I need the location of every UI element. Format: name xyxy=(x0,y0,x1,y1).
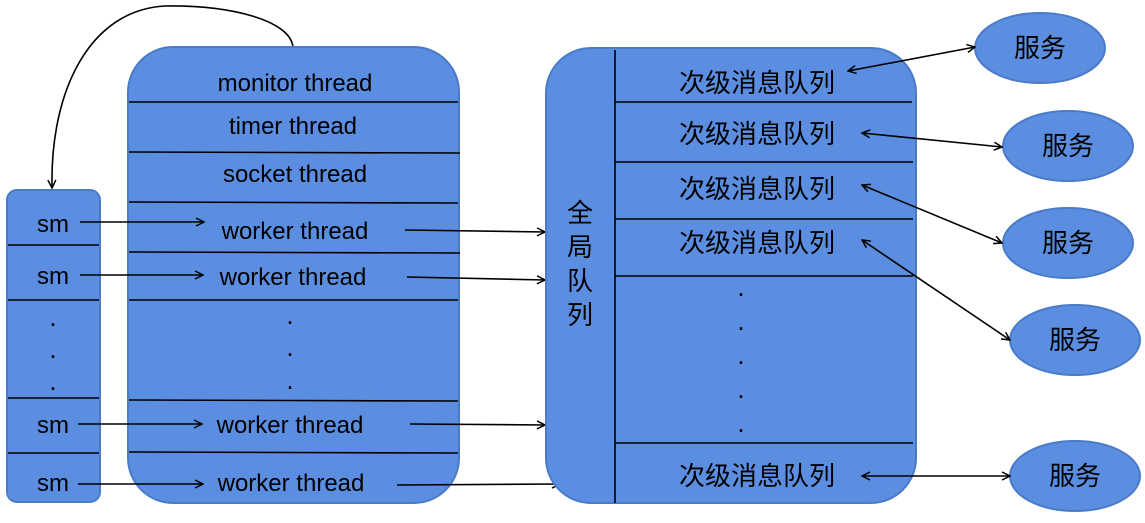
global-queue-box: 全 局 队 列 次级消息队列 次级消息队列 次级消息队列 次级消息队列 . . … xyxy=(545,47,917,504)
global-queue-char: 全 xyxy=(567,198,593,228)
worker-thread-label: worker thread xyxy=(216,412,364,439)
ellipsis-dot: . xyxy=(737,272,744,302)
worker-to-global-arrows xyxy=(396,230,560,485)
thread-pool-box: monitor thread timer thread socket threa… xyxy=(127,46,461,504)
secondary-queue-label: 次级消息队列 xyxy=(679,68,835,98)
secondary-queue-label: 次级消息队列 xyxy=(679,461,835,491)
ellipsis-dot: . xyxy=(737,374,744,404)
sm-label: sm xyxy=(37,211,69,238)
monitor-thread-label: monitor thread xyxy=(218,70,373,97)
services: 服务 服务 服务 服务 服务 xyxy=(974,12,1141,512)
monitor-to-sm-arrow xyxy=(52,5,294,188)
worker-thread-label: worker thread xyxy=(219,264,367,291)
ellipsis-dot: . xyxy=(49,334,56,364)
sm-column: sm sm . . . sm sm xyxy=(6,189,101,503)
worker-thread-label: worker thread xyxy=(217,470,365,497)
global-queue-char: 队 xyxy=(567,266,593,296)
service-label: 服务 xyxy=(1014,33,1066,63)
queue-service-arrows xyxy=(848,47,1010,476)
global-queue-char: 列 xyxy=(567,300,593,330)
secondary-queue-label: 次级消息队列 xyxy=(679,174,835,204)
ellipsis-dot: . xyxy=(49,302,56,332)
socket-thread-label: socket thread xyxy=(223,161,367,188)
ellipsis-dot: . xyxy=(737,340,744,370)
sm-label: sm xyxy=(37,263,69,290)
sm-label: sm xyxy=(37,412,69,439)
service-label: 服务 xyxy=(1049,461,1101,491)
ellipsis-dot: . xyxy=(737,306,744,336)
worker-thread-label: worker thread xyxy=(221,218,369,245)
ellipsis-dot: . xyxy=(737,408,744,438)
service-label: 服务 xyxy=(1042,131,1094,161)
global-queue-char: 局 xyxy=(567,232,593,262)
timer-thread-label: timer thread xyxy=(229,113,357,140)
secondary-queue-label: 次级消息队列 xyxy=(679,228,835,258)
service-label: 服务 xyxy=(1049,325,1101,355)
sm-label: sm xyxy=(37,470,69,497)
sm-to-worker-arrows xyxy=(78,222,204,484)
ellipsis-dot: . xyxy=(286,300,293,330)
secondary-queue-label: 次级消息队列 xyxy=(679,119,835,149)
service-label: 服务 xyxy=(1042,228,1094,258)
ellipsis-dot: . xyxy=(286,365,293,395)
ellipsis-dot: . xyxy=(286,332,293,362)
ellipsis-dot: . xyxy=(49,366,56,396)
